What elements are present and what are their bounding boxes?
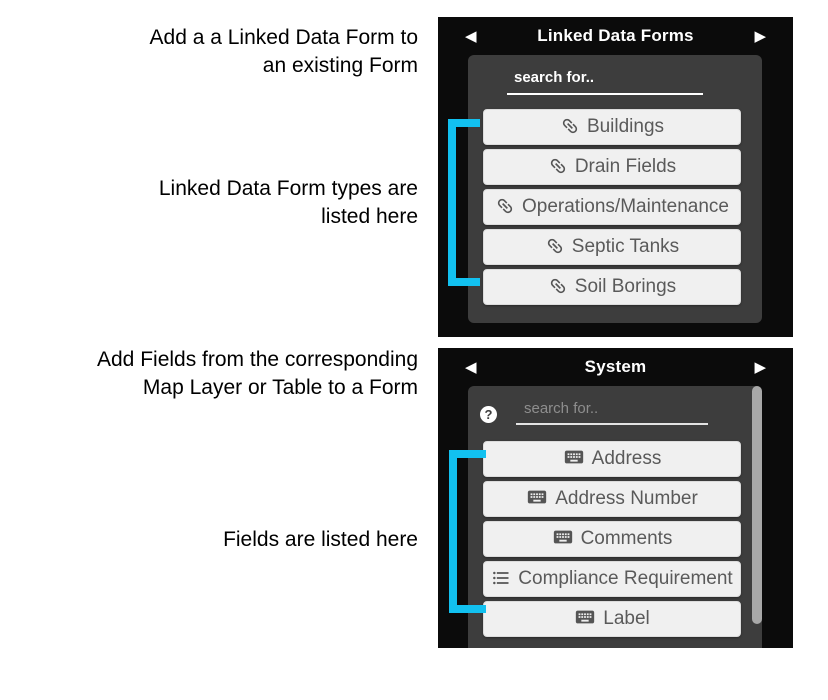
item-button[interactable]: Operations/Maintenance	[483, 189, 741, 225]
item-label: Address	[591, 448, 662, 469]
item-label: Buildings	[586, 116, 665, 137]
scrollbar[interactable]	[752, 386, 762, 624]
callout-bracket-fields	[449, 450, 486, 613]
linked-panel-title: Linked Data Forms	[537, 26, 694, 45]
keyboard-icon	[528, 490, 547, 504]
system-search-row: ? search for..	[480, 400, 762, 425]
item-label: Address Number	[555, 488, 698, 509]
keyboard-icon	[564, 450, 583, 464]
annotation-add-fields: Add Fields from the corresponding Map La…	[97, 348, 418, 399]
annotation-add-linked-form: Add a a Linked Data Form to an existing …	[149, 26, 418, 77]
link-icon	[550, 158, 565, 174]
item-label: Label	[603, 608, 650, 629]
item-button[interactable]: Soil Borings	[483, 269, 741, 305]
item-label: Soil Borings	[574, 276, 677, 297]
keyboard-icon	[553, 530, 572, 544]
link-icon	[562, 118, 578, 134]
system-panel-title: System	[584, 357, 647, 376]
linked-data-forms-panel: ◀ Linked Data Forms ▶ search for.. Build…	[438, 17, 793, 337]
prev-arrow-icon[interactable]: ◀	[465, 358, 477, 376]
link-icon	[497, 198, 513, 214]
item-label: Comments	[580, 528, 673, 549]
search-input[interactable]: search for..	[507, 69, 703, 95]
item-button[interactable]: Buildings	[483, 109, 741, 145]
linked-panel-header: ◀ Linked Data Forms ▶	[438, 17, 793, 55]
item-button[interactable]: Address Number	[483, 481, 741, 517]
next-arrow-icon[interactable]: ▶	[754, 27, 766, 45]
next-arrow-icon[interactable]: ▶	[754, 358, 766, 376]
annotation-fields-listed: Fields are listed here	[223, 528, 418, 551]
item-label: Septic Tanks	[571, 236, 680, 257]
list-icon	[493, 571, 509, 585]
link-icon	[550, 278, 565, 294]
system-panel-header: ◀ System ▶	[438, 348, 793, 386]
item-button[interactable]: Drain Fields	[483, 149, 741, 185]
item-label: Drain Fields	[574, 156, 677, 177]
link-icon	[547, 238, 562, 254]
item-button[interactable]: Comments	[483, 521, 741, 557]
search-input[interactable]: search for..	[516, 400, 708, 425]
item-label: Compliance Requirement	[518, 568, 733, 589]
prev-arrow-icon[interactable]: ◀	[465, 27, 477, 45]
item-button[interactable]: Address	[483, 441, 741, 477]
help-icon[interactable]: ?	[480, 406, 497, 423]
item-button[interactable]: Label	[483, 601, 741, 637]
keyboard-icon	[576, 610, 595, 624]
annotation-types-listed: Linked Data Form types are listed here	[158, 177, 418, 228]
item-label: Operations/Maintenance	[521, 196, 729, 217]
item-button[interactable]: Septic Tanks	[483, 229, 741, 265]
item-button[interactable]: Compliance Requirement	[483, 561, 741, 597]
callout-bracket-linked-forms	[448, 119, 480, 286]
